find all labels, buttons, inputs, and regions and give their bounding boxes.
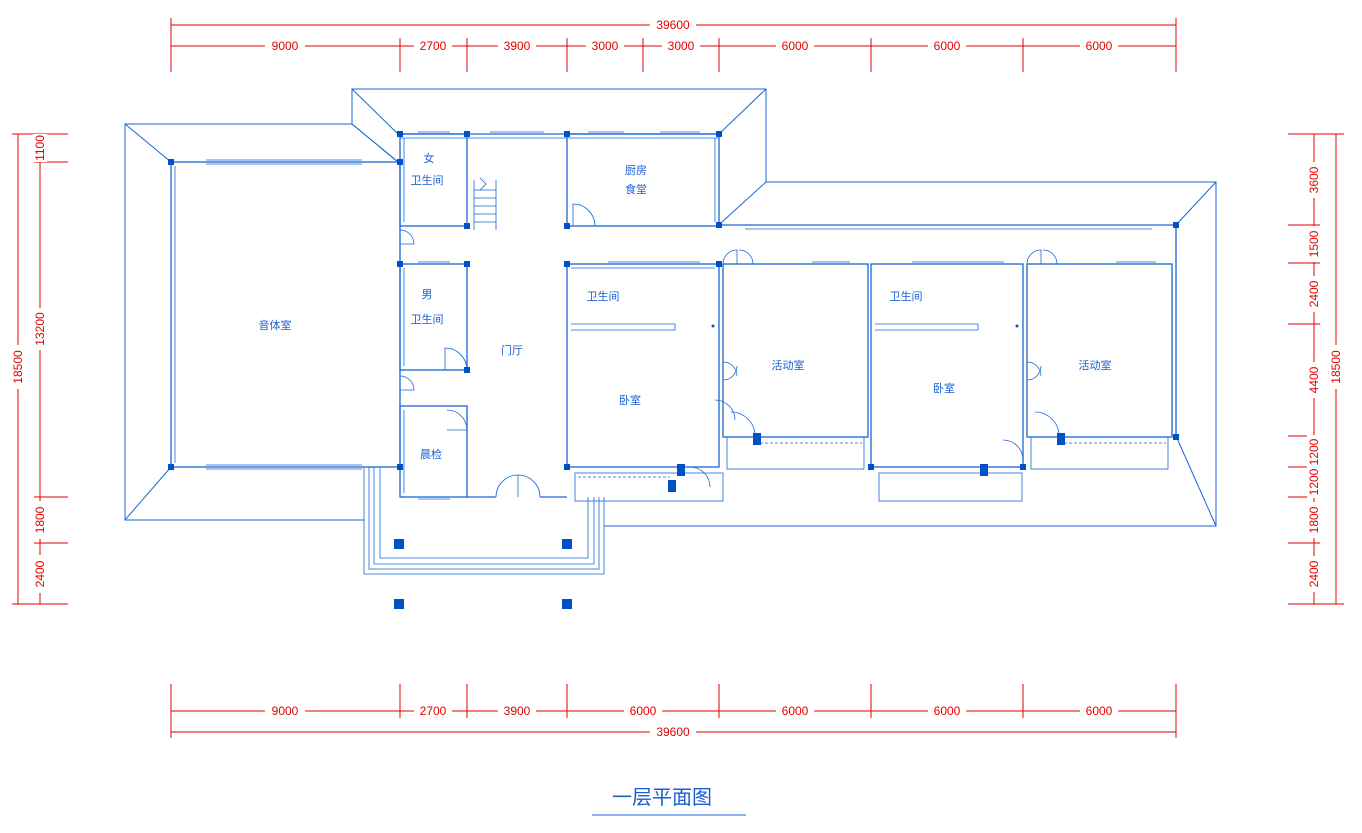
bottom-dim-5: 6000 [782, 704, 809, 718]
right-dim-6: 1200 [1307, 468, 1321, 495]
activity-1-label: 活动室 [772, 358, 805, 372]
room-labels: 音体室 女 卫生间 男 卫生间 厨房 食堂 门厅 晨检 卫生间 卧室 活动室 卫… [259, 151, 1112, 461]
top-dim-3: 3900 [504, 39, 531, 53]
top-dim-7: 6000 [934, 39, 961, 53]
top-dim-8: 6000 [1086, 39, 1113, 53]
bottom-dim-4: 6000 [630, 704, 657, 718]
right-dim-1: 3600 [1307, 166, 1321, 193]
bottom-dim-7: 6000 [1086, 704, 1113, 718]
stair-icon [473, 177, 497, 230]
left-dim-2: 13200 [33, 312, 47, 346]
bottom-dim-2: 2700 [420, 704, 447, 718]
lobby-label: 门厅 [501, 343, 523, 357]
top-dim-6: 6000 [782, 39, 809, 53]
top-dim-1: 9000 [272, 39, 299, 53]
north-windows [418, 131, 1156, 263]
bedroom-1-label: 卧室 [619, 393, 641, 407]
top-dim-2: 2700 [420, 39, 447, 53]
kitchen-label-1: 厨房 [625, 164, 647, 177]
top-dimensions: 39600 9000 2700 3900 3000 3000 6000 6000… [170, 18, 1177, 72]
right-total-dim: 18500 [1329, 350, 1343, 384]
columns [168, 131, 1179, 609]
top-total-dim: 39600 [656, 18, 690, 32]
kitchen-label-2: 食堂 [625, 182, 647, 196]
walls [170, 131, 1177, 575]
right-dim-5: 1200 [1307, 438, 1321, 465]
top-dim-4: 3000 [592, 39, 619, 53]
right-dim-2: 1500 [1307, 230, 1321, 257]
bottom-total-dim: 39600 [656, 725, 690, 739]
bottom-dimensions: 9000 2700 3900 6000 6000 6000 6000 39600 [170, 684, 1177, 739]
bottom-dim-3: 3900 [504, 704, 531, 718]
roof-outline [124, 88, 1217, 527]
drawing-title: 一层平面图 [612, 785, 712, 809]
female-label: 女 [424, 151, 435, 165]
wc-1-label: 卫生间 [587, 289, 620, 303]
male-label: 男 [422, 288, 433, 301]
bedroom-2-label: 卧室 [933, 381, 955, 395]
right-dim-4: 4400 [1307, 366, 1321, 393]
top-dim-5: 3000 [668, 39, 695, 53]
music-hall-label: 音体室 [259, 318, 292, 332]
right-dimensions: 3600 1500 2400 4400 1200 1200 1800 2400 … [1288, 133, 1344, 605]
bottom-dim-1: 9000 [272, 704, 299, 718]
female-wc-label: 卫生间 [411, 173, 444, 187]
left-dimensions: 18500 1100 13200 1800 2400 [11, 133, 68, 605]
left-dim-1: 1100 [33, 135, 47, 161]
wc-2-label: 卫生间 [890, 289, 923, 303]
morning-check-label: 晨检 [420, 447, 442, 461]
left-dim-3: 1800 [33, 506, 47, 533]
right-dim-7: 1800 [1307, 506, 1321, 533]
male-wc-label: 卫生间 [411, 312, 444, 326]
activity-2-label: 活动室 [1079, 358, 1112, 372]
left-dim-4: 2400 [33, 560, 47, 587]
right-dim-3: 2400 [1307, 280, 1321, 307]
right-dim-8: 2400 [1307, 560, 1321, 587]
left-total-dim: 18500 [11, 350, 25, 384]
bottom-dim-6: 6000 [934, 704, 961, 718]
